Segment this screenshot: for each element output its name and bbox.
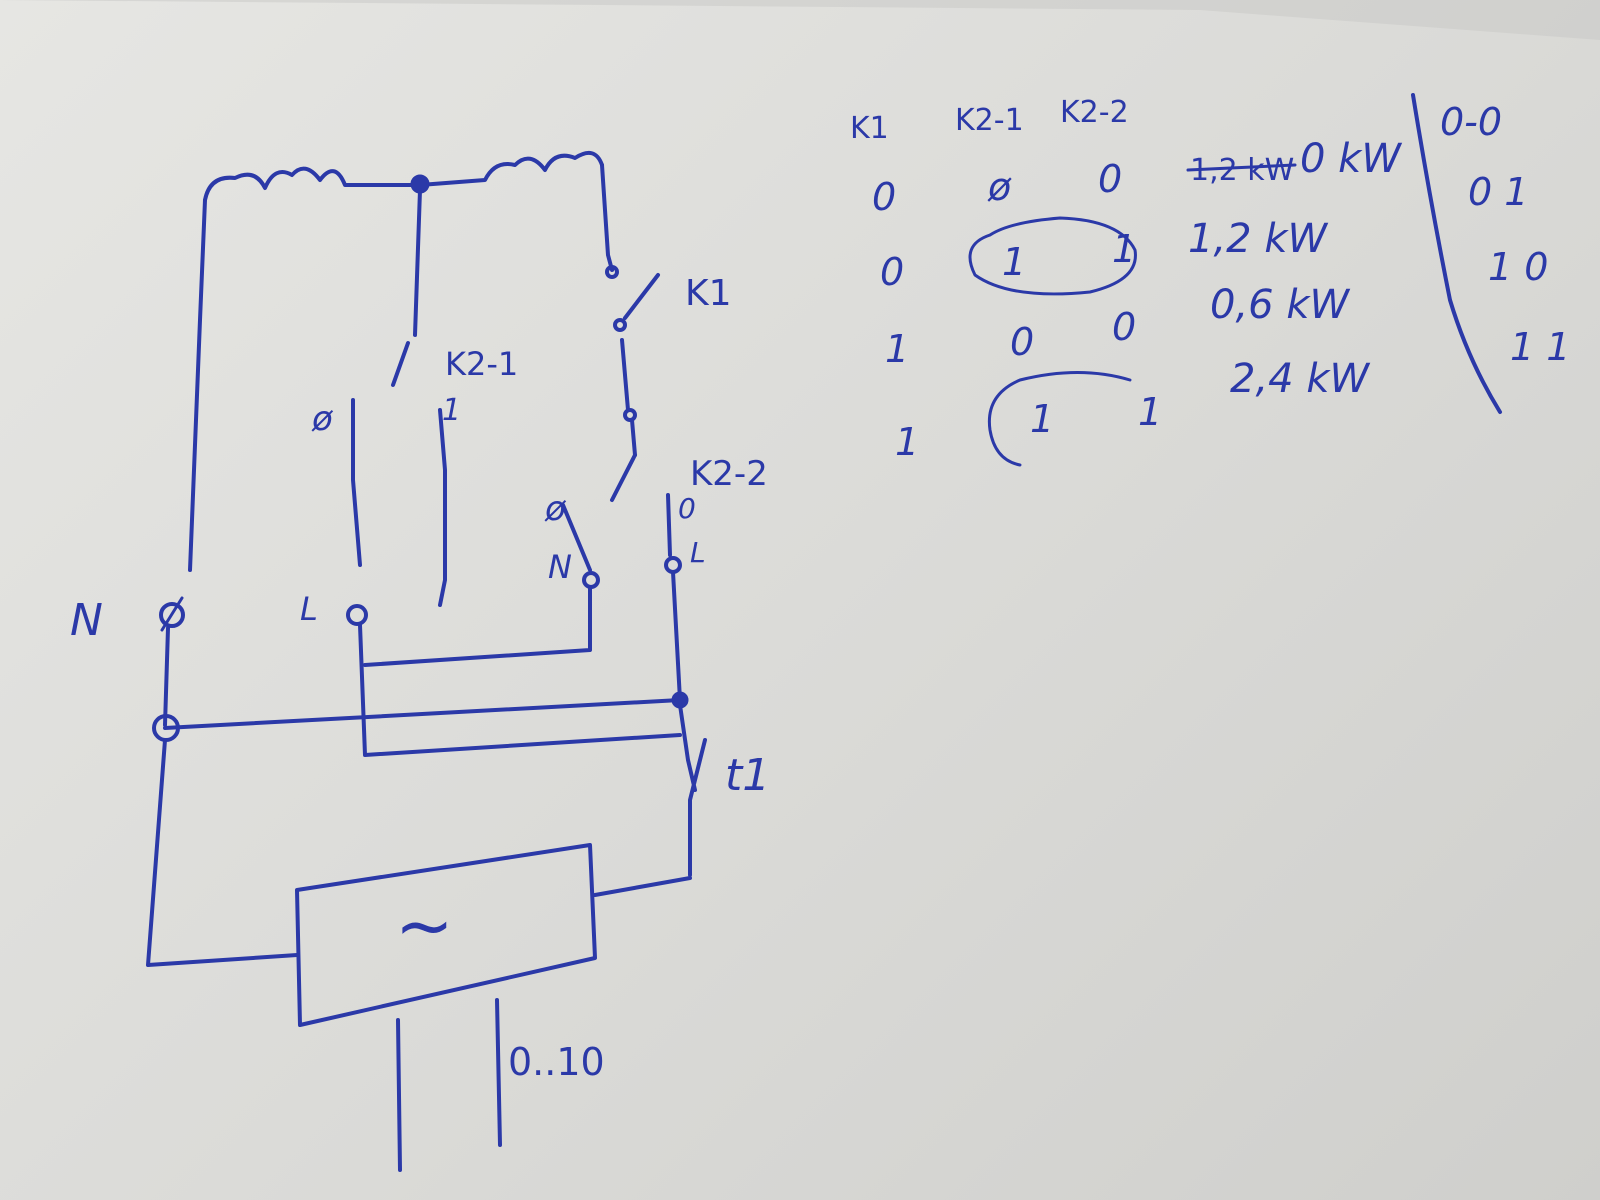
row-2-grouping-circle [968, 216, 1137, 296]
row-4-grouping-arc [987, 371, 1132, 467]
k2-1-contact-right [438, 408, 447, 607]
wire-k1-down [620, 338, 630, 412]
wire-l-left-down [358, 623, 682, 757]
row-3-k2-1: 0 [1010, 320, 1034, 364]
row-1-k1: 0 [872, 175, 896, 219]
row-4-k2-1: 1 [1030, 397, 1054, 441]
binary-row-3: 1 0 [1488, 245, 1548, 289]
heater-coil-left [203, 166, 422, 202]
n-terminal-right [582, 571, 600, 589]
wire-k2-2-common [630, 418, 637, 457]
l-terminal-right [664, 556, 682, 574]
n-terminal-left [159, 602, 185, 628]
k2-2-switch-blade [610, 453, 637, 502]
thermostat-t1 [678, 703, 707, 877]
inverter-box [295, 843, 597, 1027]
row-2-power: 1,2 kW [1188, 216, 1328, 262]
wire-center-tap [413, 188, 422, 337]
label-k2-1: K2-1 [445, 345, 518, 383]
header-k2-1: K2-1 [955, 103, 1024, 138]
row-1-strikethrough [1186, 163, 1297, 172]
label-k2-2-on: 0 [678, 492, 696, 525]
k2-2-contact-right [666, 493, 672, 557]
label-l-right: L [690, 536, 706, 569]
wire-n-bus [163, 698, 682, 730]
row-2-k2-1: 1 [1002, 240, 1026, 284]
wire-inverter-right [593, 876, 692, 897]
circuit-diagram: K1 K2-1 K2-2 N L N L ø 1 ø 0 t1 ~ 0..10 [70, 150, 770, 1172]
wire-n-left-down [163, 626, 170, 727]
truth-table: K1 K2-1 K2-2 0 ø 0 1,2 kW 0 kW 0 1 1 1,2… [850, 93, 1570, 467]
row-3-k2-2: 0 [1112, 305, 1136, 349]
wire-left-coil-down [188, 198, 207, 572]
wire-control-2 [495, 998, 502, 1147]
row-4-k1: 1 [895, 420, 919, 464]
k1-terminal-top [605, 265, 619, 279]
binary-row-1: 0-0 [1440, 100, 1502, 144]
row-2-k1: 0 [880, 250, 904, 294]
heater-coil-right [418, 150, 604, 187]
inverter-symbol: ~ [395, 885, 454, 967]
binary-row-4: 1 1 [1510, 325, 1570, 369]
k2-2-common-node [623, 408, 637, 422]
wire-inverter-left [146, 738, 299, 967]
label-n-right: N [548, 548, 572, 586]
row-3-power: 0,6 kW [1210, 282, 1350, 328]
label-k2-1-off: ø [311, 399, 334, 439]
row-1-k2-1: ø [987, 165, 1012, 209]
label-n-left: N [70, 595, 103, 646]
label-k1: K1 [685, 273, 732, 314]
label-k2-2: K2-2 [690, 454, 768, 494]
label-k2-2-off: ø [544, 489, 567, 529]
label-control-input: 0..10 [508, 1040, 605, 1084]
binary-row-2: 0 1 [1468, 170, 1528, 214]
l-terminal-left [346, 604, 368, 626]
wire-l-right-down [671, 570, 682, 702]
label-thermostat: t1 [725, 750, 770, 801]
wire-n-right-loop [363, 586, 592, 667]
table-divider [1411, 93, 1502, 414]
wire-right-coil [600, 163, 614, 272]
k1-switch-blade [623, 273, 660, 320]
header-k2-2: K2-2 [1060, 95, 1129, 130]
paper-shadow [0, 0, 1600, 40]
row-1-power: 0 kW [1300, 136, 1402, 182]
row-4-power: 2,4 kW [1230, 356, 1370, 402]
label-l-left: L [300, 590, 318, 628]
k2-1-contact-left [351, 398, 362, 567]
k2-1-switch-blade [391, 341, 410, 387]
wire-control-1 [396, 1018, 402, 1172]
label-k2-1-on: 1 [442, 393, 461, 428]
k1-terminal-bottom [613, 318, 627, 332]
k2-2-contact-left [561, 503, 592, 572]
row-1-k2-2: 0 [1098, 157, 1122, 201]
n-terminal-left-slash [160, 596, 184, 632]
row-3-k1: 1 [885, 327, 909, 371]
header-k1: K1 [850, 111, 889, 146]
row-4-k2-2: 1 [1138, 390, 1162, 434]
